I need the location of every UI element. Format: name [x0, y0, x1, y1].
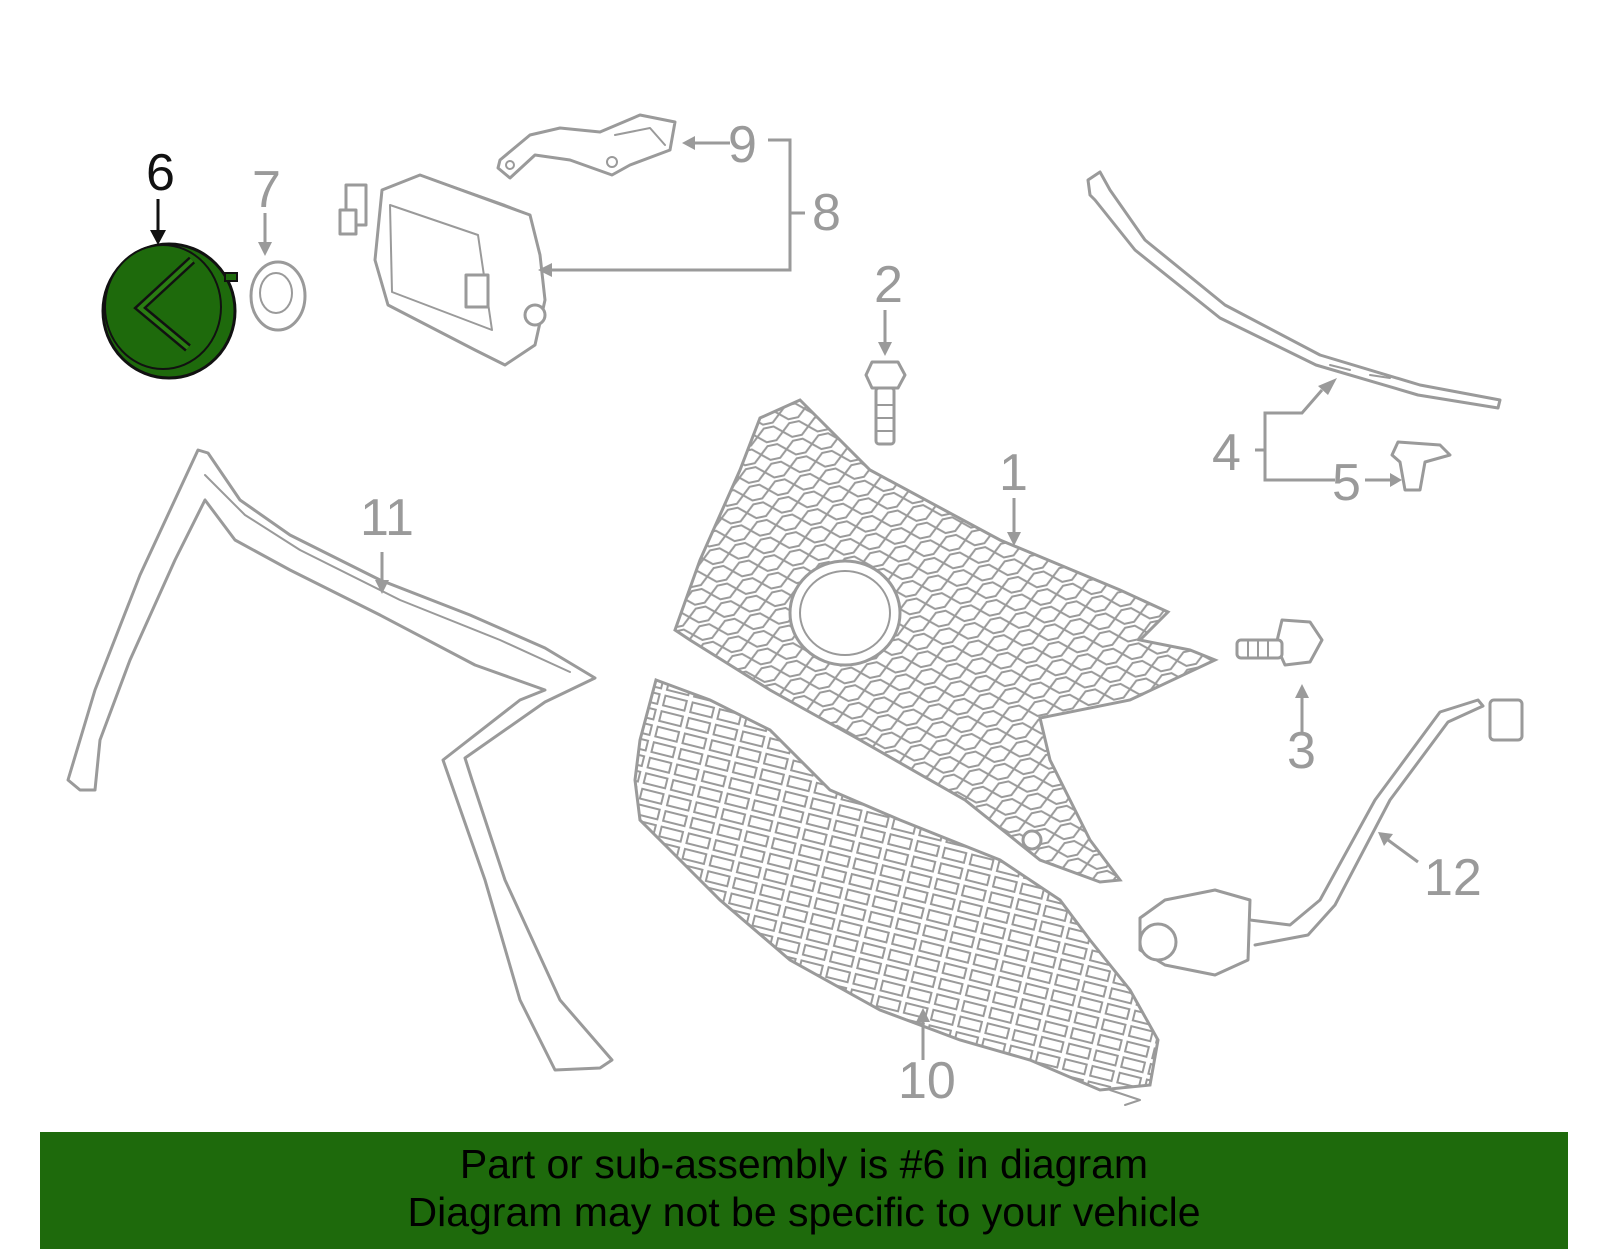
callout-label-10: 10 — [898, 1052, 956, 1110]
emblem-part-6[interactable] — [101, 242, 238, 380]
callout-label-5: 5 — [1332, 454, 1361, 512]
callout-label-1: 1 — [999, 444, 1028, 502]
callout-1: 1 — [999, 444, 1028, 546]
callout-label-8: 8 — [812, 184, 841, 242]
grille-part-1[interactable] — [673, 398, 1219, 884]
callout-label-9: 9 — [728, 116, 757, 174]
banner-line-2: Diagram may not be specific to your vehi… — [407, 1189, 1201, 1235]
camera-part-12[interactable] — [1138, 698, 1524, 977]
molding-part-4[interactable] — [1086, 170, 1502, 410]
callout-6: 6 — [146, 144, 175, 245]
banner-line-1: Part or sub-assembly is #6 in diagram — [459, 1141, 1149, 1187]
callout-11: 11 — [360, 489, 414, 594]
sensor-part-8[interactable] — [338, 173, 547, 367]
bracket-part-9[interactable] — [496, 113, 677, 180]
grille-part-10[interactable] — [633, 678, 1160, 1106]
callout-label-4: 4 — [1212, 424, 1241, 482]
callout-2: 2 — [874, 256, 903, 356]
callout-9-8: 9 8 — [538, 116, 841, 277]
washer-part-7[interactable] — [249, 260, 307, 332]
callout-label-2: 2 — [874, 256, 903, 314]
clip-part-5[interactable] — [1390, 440, 1452, 492]
callout-label-7: 7 — [252, 161, 281, 219]
bolt-part-2[interactable] — [864, 360, 907, 446]
callout-10: 10 — [898, 1008, 956, 1110]
callout-4-5: 4 5 — [1212, 378, 1402, 512]
callout-label-6: 6 — [146, 144, 175, 202]
callout-label-11: 11 — [360, 489, 414, 547]
callout-7: 7 — [252, 161, 281, 256]
molding-part-11[interactable] — [66, 448, 614, 1072]
callout-label-3: 3 — [1287, 722, 1316, 780]
screw-part-3[interactable] — [1235, 618, 1324, 667]
callout-12: 12 — [1378, 832, 1482, 907]
callout-3: 3 — [1287, 684, 1316, 780]
info-banner: Part or sub-assembly is #6 in diagram Di… — [40, 1132, 1568, 1249]
callout-label-12: 12 — [1424, 849, 1482, 907]
